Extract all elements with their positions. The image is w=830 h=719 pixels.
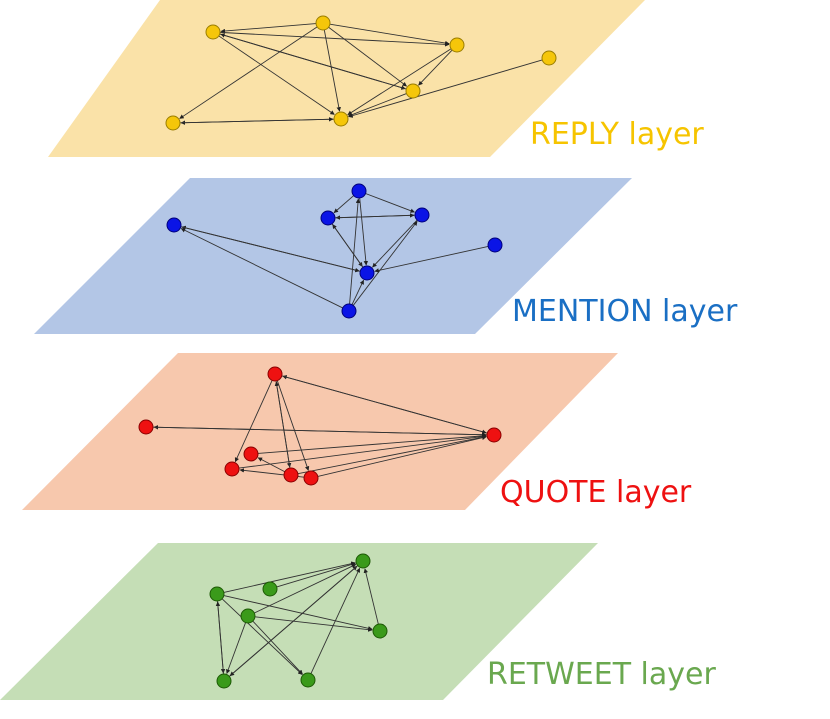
reply-edge	[179, 117, 334, 124]
mention-node	[359, 265, 375, 281]
quote-edge	[276, 380, 310, 471]
reply-edge	[220, 33, 407, 90]
mention-node	[320, 210, 336, 226]
mention-node	[414, 207, 430, 223]
retweet-node	[216, 673, 232, 689]
quote-edge	[274, 381, 291, 469]
quote-layer-plane	[22, 353, 618, 510]
mention-layer-plane	[34, 178, 632, 334]
retweet-layer: RETWEET layer	[0, 543, 716, 700]
reply-node	[315, 15, 331, 31]
reply-edge	[329, 23, 450, 46]
reply-node	[165, 115, 181, 131]
reply-node	[333, 111, 349, 127]
quote-node	[486, 427, 502, 443]
mention-node	[166, 217, 182, 233]
quote-edge	[297, 435, 487, 475]
mention-edge	[351, 279, 364, 305]
retweet-edge	[226, 622, 246, 674]
mention-node	[351, 183, 367, 199]
quote-layer: QUOTE layer	[22, 353, 692, 510]
quote-node	[243, 446, 259, 462]
reply-node	[541, 50, 557, 66]
quote-edge	[317, 435, 487, 477]
mention-edge	[180, 226, 360, 273]
retweet-edge	[254, 564, 357, 614]
quote-edge	[238, 434, 487, 469]
quote-node	[138, 419, 154, 435]
quote-node	[303, 470, 319, 486]
retweet-node	[262, 581, 278, 597]
quote-edge	[257, 457, 286, 473]
mention-edge	[180, 228, 343, 309]
reply-edge	[348, 93, 407, 117]
mention-edge	[349, 198, 361, 305]
reply-node	[405, 83, 421, 99]
retweet-node	[300, 672, 316, 688]
reply-layer-label: REPLY layer	[530, 117, 704, 152]
mention-node	[487, 237, 503, 253]
reply-edge	[179, 26, 318, 119]
mention-edge	[374, 246, 489, 273]
retweet-edge	[254, 616, 373, 632]
reply-node	[449, 37, 465, 53]
reply-edge	[220, 23, 317, 34]
quote-node	[267, 366, 283, 382]
quote-node	[224, 461, 240, 477]
reply-edge	[219, 31, 450, 47]
retweet-edge	[215, 601, 224, 675]
mention-edge	[365, 193, 415, 213]
mention-edge	[352, 221, 418, 306]
mention-edge	[332, 224, 364, 268]
mention-edge	[359, 197, 369, 266]
retweet-node	[372, 623, 388, 639]
quote-node	[283, 467, 299, 483]
reply-edge	[347, 48, 452, 116]
reply-edge	[218, 35, 335, 115]
retweet-edge	[223, 595, 373, 631]
retweet-edge	[252, 620, 303, 675]
reply-node	[205, 24, 221, 40]
quote-edge	[234, 380, 273, 463]
reply-edge	[328, 26, 407, 87]
mention-node	[341, 303, 357, 319]
quote-layer-label: QUOTE layer	[500, 475, 692, 510]
retweet-node	[240, 608, 256, 624]
mention-layer-label: MENTION layer	[512, 294, 738, 329]
retweet-edge	[276, 562, 356, 588]
retweet-edge	[363, 568, 379, 625]
retweet-node	[355, 553, 371, 569]
mention-layer: MENTION layer	[34, 178, 738, 334]
retweet-edge	[223, 561, 356, 593]
reply-layer: REPLY layer	[48, 0, 704, 157]
retweet-node	[209, 586, 225, 602]
mention-edge	[333, 195, 355, 214]
quote-edge	[257, 433, 487, 454]
reply-layer-plane	[48, 0, 645, 157]
reply-edge	[348, 59, 543, 118]
retweet-edge	[221, 598, 303, 675]
quote-edge	[281, 375, 487, 434]
mention-edge	[334, 213, 415, 219]
reply-edge	[323, 29, 341, 112]
reply-edge	[418, 49, 453, 86]
quote-edge	[152, 426, 487, 437]
retweet-layer-label: RETWEET layer	[487, 657, 716, 692]
mention-edge	[372, 219, 418, 268]
retweet-edge	[229, 565, 358, 677]
